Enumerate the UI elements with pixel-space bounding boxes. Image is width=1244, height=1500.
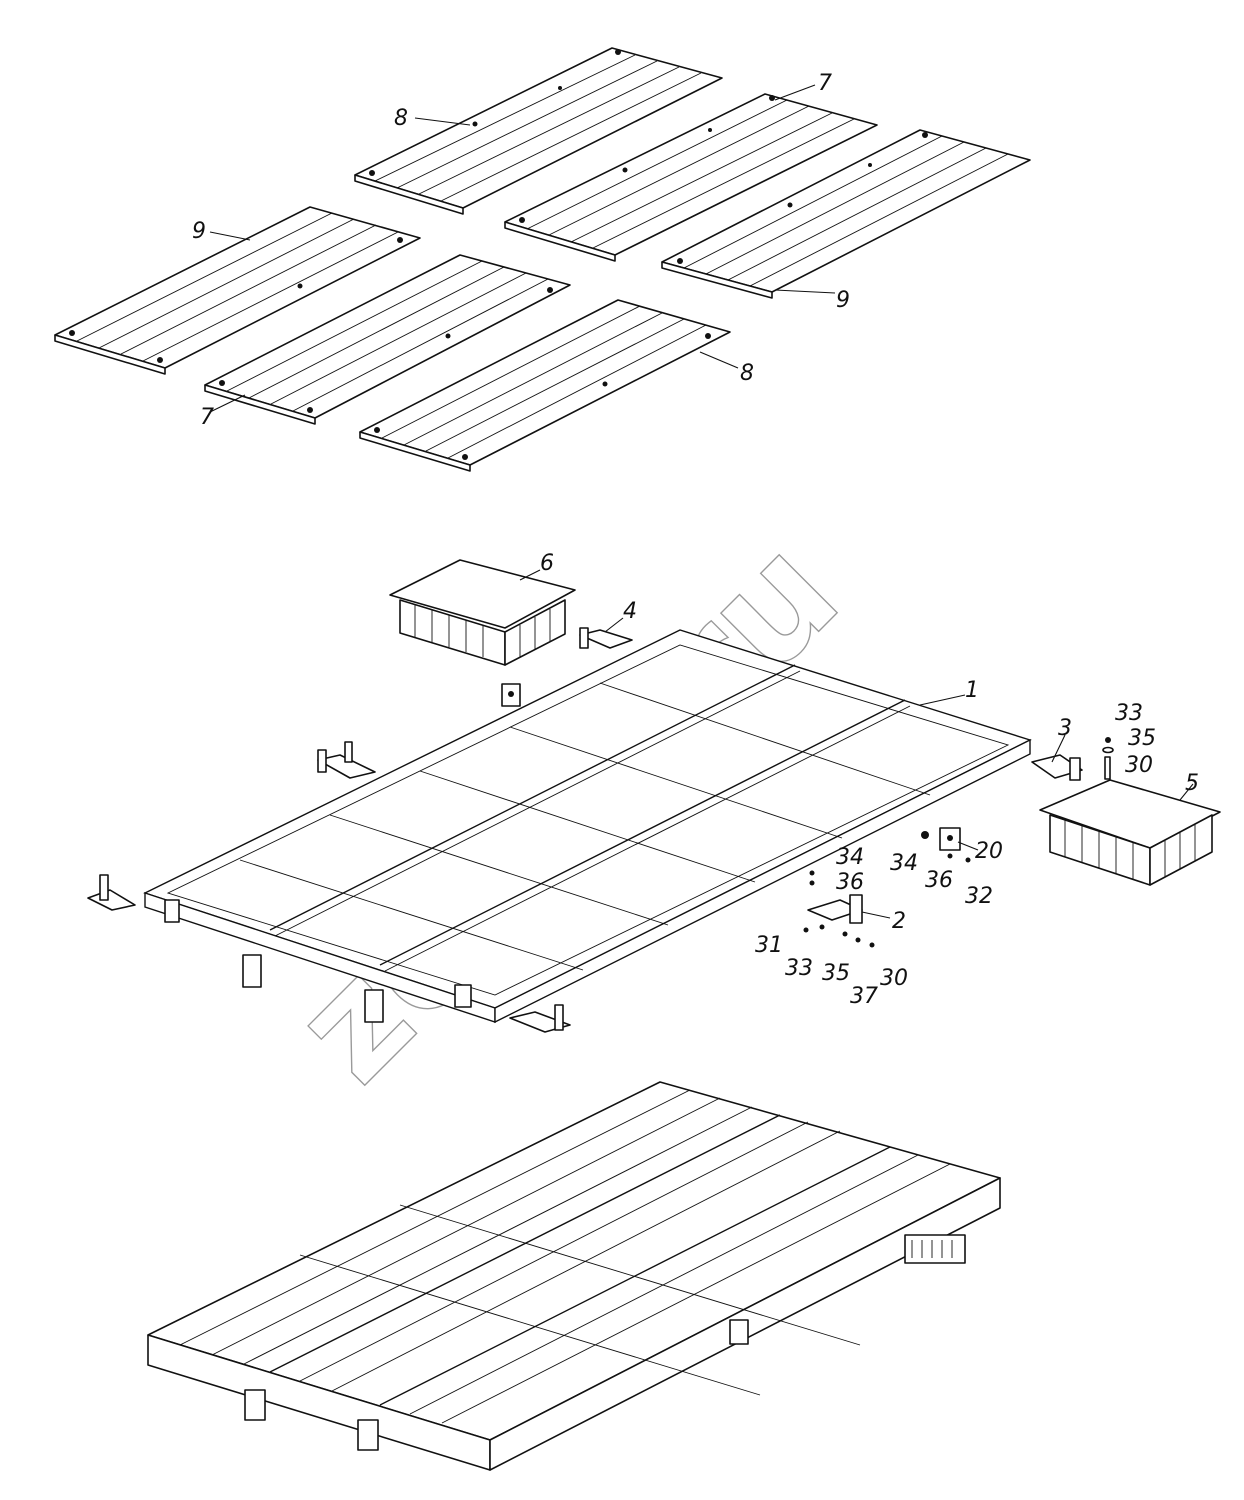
callout-label: 9 — [192, 219, 206, 244]
callout-label: 30 — [880, 966, 908, 991]
floor-panel-7-upper — [504, 93, 878, 262]
callout-label: 2 — [892, 909, 906, 934]
floor-panel-8-lower — [359, 299, 731, 472]
callout-label: 3 — [1058, 716, 1072, 741]
callout-label: 7 — [818, 71, 832, 96]
callout-label: 8 — [740, 361, 754, 386]
callout-label: 33 — [1115, 701, 1143, 726]
callout-label: 4 — [623, 599, 637, 624]
leader-lines — [209, 84, 1194, 919]
assembled-platform — [147, 1081, 1001, 1471]
bracket-3 — [1031, 754, 1083, 781]
callout-label: 33 — [785, 956, 813, 981]
callout-label: 1 — [965, 678, 979, 703]
callout-label: 5 — [1185, 771, 1199, 796]
callout-label: 7 — [200, 405, 214, 430]
platform-frame-1 — [143, 629, 1032, 1024]
callout-label: 8 — [394, 106, 408, 131]
fasteners — [803, 737, 1114, 948]
callout-label: 31 — [755, 933, 783, 958]
callout-label: 35 — [1128, 726, 1156, 751]
floor-panel-7-lower — [204, 254, 571, 425]
floor-panel-8-upper — [354, 47, 723, 215]
callout-label: 32 — [965, 884, 993, 909]
callout-label: 34 — [890, 851, 918, 876]
bracket-top-center — [501, 683, 521, 707]
callout-label: 36 — [925, 868, 953, 893]
callout-label: 36 — [836, 870, 864, 895]
callout-label: 6 — [540, 551, 554, 576]
side-box-6 — [389, 559, 576, 666]
callout-label: 34 — [836, 845, 864, 870]
bracket-bottom — [509, 1004, 571, 1033]
bracket-4 — [579, 627, 633, 649]
callout-labels: 7 8 9 9 7 8 6 4 1 3 33 35 30 5 20 34 36 … — [192, 71, 1199, 1009]
bracket-left-upper — [317, 741, 376, 779]
callout-label: 20 — [975, 839, 1003, 864]
floor-panel-9-upper-right — [661, 129, 1031, 299]
floor-panel-9-left — [54, 206, 421, 375]
callout-label: 37 — [850, 984, 878, 1009]
bracket-2 — [807, 894, 863, 924]
side-box-5 — [1039, 779, 1221, 886]
bracket-left-lower — [87, 874, 136, 911]
bracket-20 — [939, 827, 961, 851]
callout-label: 35 — [822, 961, 850, 986]
callout-label: 9 — [836, 288, 850, 313]
callout-label: 30 — [1125, 753, 1153, 778]
